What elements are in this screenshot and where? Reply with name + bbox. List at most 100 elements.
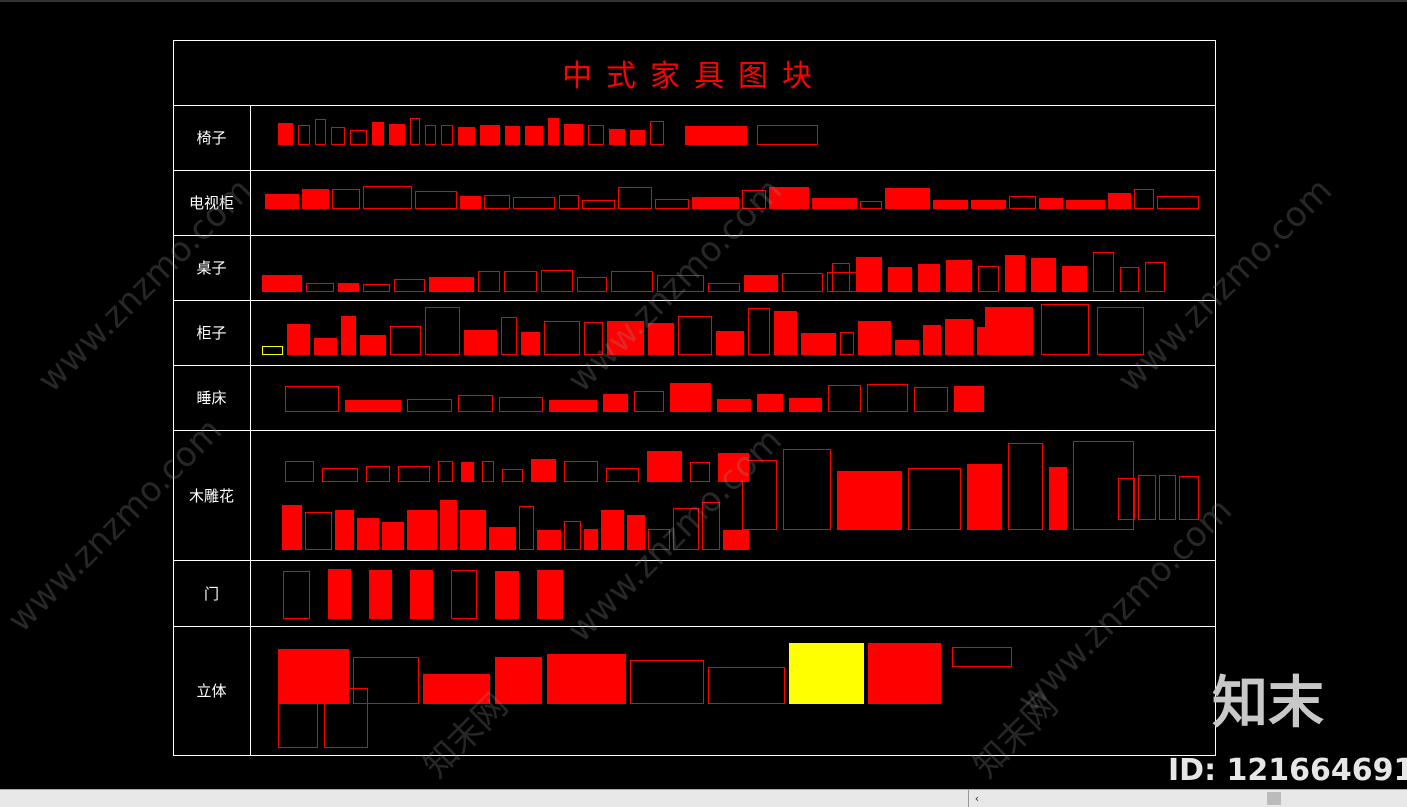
- furniture-block[interactable]: [460, 509, 486, 550]
- furniture-block[interactable]: [278, 648, 349, 704]
- furniture-block[interactable]: [966, 464, 1003, 530]
- furniture-block[interactable]: [478, 271, 500, 292]
- furniture-block[interactable]: [531, 459, 556, 482]
- furniture-block[interactable]: [265, 193, 299, 209]
- furniture-block[interactable]: [888, 266, 912, 292]
- furniture-block[interactable]: [564, 520, 581, 550]
- furniture-block[interactable]: [715, 330, 744, 355]
- furniture-block[interactable]: [630, 659, 704, 704]
- furniture-block[interactable]: [398, 465, 430, 482]
- furniture-block[interactable]: [1179, 475, 1199, 520]
- furniture-block[interactable]: [425, 124, 437, 145]
- furniture-block[interactable]: [558, 195, 579, 209]
- furniture-block[interactable]: [773, 310, 798, 355]
- furniture-block[interactable]: [627, 514, 646, 550]
- furniture-block[interactable]: [654, 198, 689, 209]
- furniture-block[interactable]: [315, 118, 327, 145]
- furniture-block[interactable]: [451, 569, 478, 619]
- furniture-block[interactable]: [482, 460, 495, 482]
- furniture-block[interactable]: [1119, 266, 1139, 292]
- furniture-block[interactable]: [718, 452, 750, 482]
- furniture-block[interactable]: [338, 283, 359, 292]
- furniture-block[interactable]: [837, 470, 902, 530]
- scroll-left-arrow-icon[interactable]: ‹: [974, 791, 980, 805]
- furniture-block[interactable]: [305, 282, 335, 292]
- furniture-block[interactable]: [502, 469, 524, 482]
- furniture-block[interactable]: [1097, 306, 1144, 355]
- furniture-block[interactable]: [548, 399, 598, 412]
- furniture-block[interactable]: [606, 321, 644, 355]
- furniture-block[interactable]: [464, 329, 498, 355]
- furniture-block[interactable]: [1065, 199, 1105, 209]
- furniture-block[interactable]: [1157, 195, 1200, 209]
- furniture-block[interactable]: [1008, 196, 1036, 209]
- furniture-block[interactable]: [441, 125, 454, 145]
- furniture-block[interactable]: [601, 510, 625, 550]
- furniture-block[interactable]: [305, 511, 332, 550]
- furniture-block[interactable]: [945, 319, 973, 355]
- furniture-block[interactable]: [460, 195, 481, 209]
- scrollbar-thumb[interactable]: [1267, 792, 1281, 805]
- furniture-block[interactable]: [501, 316, 517, 355]
- furniture-block[interactable]: [350, 129, 367, 145]
- furniture-block[interactable]: [344, 399, 402, 412]
- furniture-block[interactable]: [633, 391, 665, 412]
- furniture-block[interactable]: [1159, 475, 1177, 520]
- furniture-block[interactable]: [458, 127, 476, 145]
- furniture-block[interactable]: [717, 398, 752, 412]
- furniture-block[interactable]: [278, 686, 319, 748]
- furniture-block[interactable]: [283, 570, 310, 619]
- furniture-block[interactable]: [324, 687, 368, 748]
- furniture-block[interactable]: [286, 323, 311, 355]
- furniture-block[interactable]: [708, 282, 740, 292]
- cad-canvas[interactable]: 中式家具图块 椅子 电视柜 桌子 柜子 睡床 木雕花 门 立体 www.znzm…: [0, 0, 1407, 789]
- furniture-block[interactable]: [540, 270, 573, 292]
- furniture-block[interactable]: [678, 315, 712, 355]
- furniture-block[interactable]: [483, 194, 511, 209]
- furniture-block[interactable]: [907, 468, 961, 530]
- furniture-block[interactable]: [670, 383, 712, 412]
- furniture-block[interactable]: [1118, 477, 1135, 520]
- furniture-block[interactable]: [495, 570, 519, 619]
- furniture-block[interactable]: [381, 522, 404, 550]
- furniture-block[interactable]: [390, 326, 422, 355]
- furniture-block[interactable]: [782, 273, 823, 292]
- furniture-block[interactable]: [360, 335, 387, 355]
- furniture-block[interactable]: [425, 307, 461, 355]
- furniture-block[interactable]: [429, 276, 475, 292]
- furniture-block[interactable]: [503, 271, 537, 292]
- furniture-block[interactable]: [741, 189, 767, 209]
- furniture-block[interactable]: [301, 189, 329, 209]
- furniture-block[interactable]: [262, 345, 283, 355]
- furniture-block[interactable]: [828, 385, 861, 412]
- furniture-block[interactable]: [701, 501, 721, 550]
- furniture-block[interactable]: [494, 657, 543, 704]
- furniture-block[interactable]: [262, 275, 302, 292]
- furniture-block[interactable]: [407, 398, 453, 412]
- furniture-block[interactable]: [536, 529, 562, 550]
- furniture-block[interactable]: [894, 340, 919, 355]
- furniture-block[interactable]: [953, 385, 984, 412]
- furniture-block[interactable]: [504, 126, 521, 145]
- furniture-block[interactable]: [488, 526, 517, 550]
- furniture-block[interactable]: [917, 263, 940, 292]
- furniture-block[interactable]: [630, 129, 645, 145]
- furniture-block[interactable]: [747, 308, 770, 355]
- furniture-block[interactable]: [331, 188, 360, 209]
- furniture-block[interactable]: [885, 187, 931, 209]
- furniture-block[interactable]: [656, 275, 705, 292]
- furniture-block[interactable]: [278, 123, 293, 145]
- furniture-block[interactable]: [513, 196, 556, 209]
- horizontal-scrollbar[interactable]: ‹: [0, 789, 1407, 807]
- furniture-block[interactable]: [285, 461, 315, 482]
- furniture-block[interactable]: [782, 449, 832, 530]
- furniture-block[interactable]: [913, 386, 948, 412]
- furniture-block[interactable]: [857, 321, 891, 355]
- furniture-block[interactable]: [985, 306, 1034, 355]
- furniture-block[interactable]: [322, 467, 359, 482]
- furniture-block[interactable]: [685, 125, 747, 145]
- furniture-block[interactable]: [603, 394, 628, 412]
- furniture-block[interactable]: [1004, 255, 1025, 292]
- furniture-block[interactable]: [366, 465, 391, 482]
- furniture-block[interactable]: [409, 117, 421, 145]
